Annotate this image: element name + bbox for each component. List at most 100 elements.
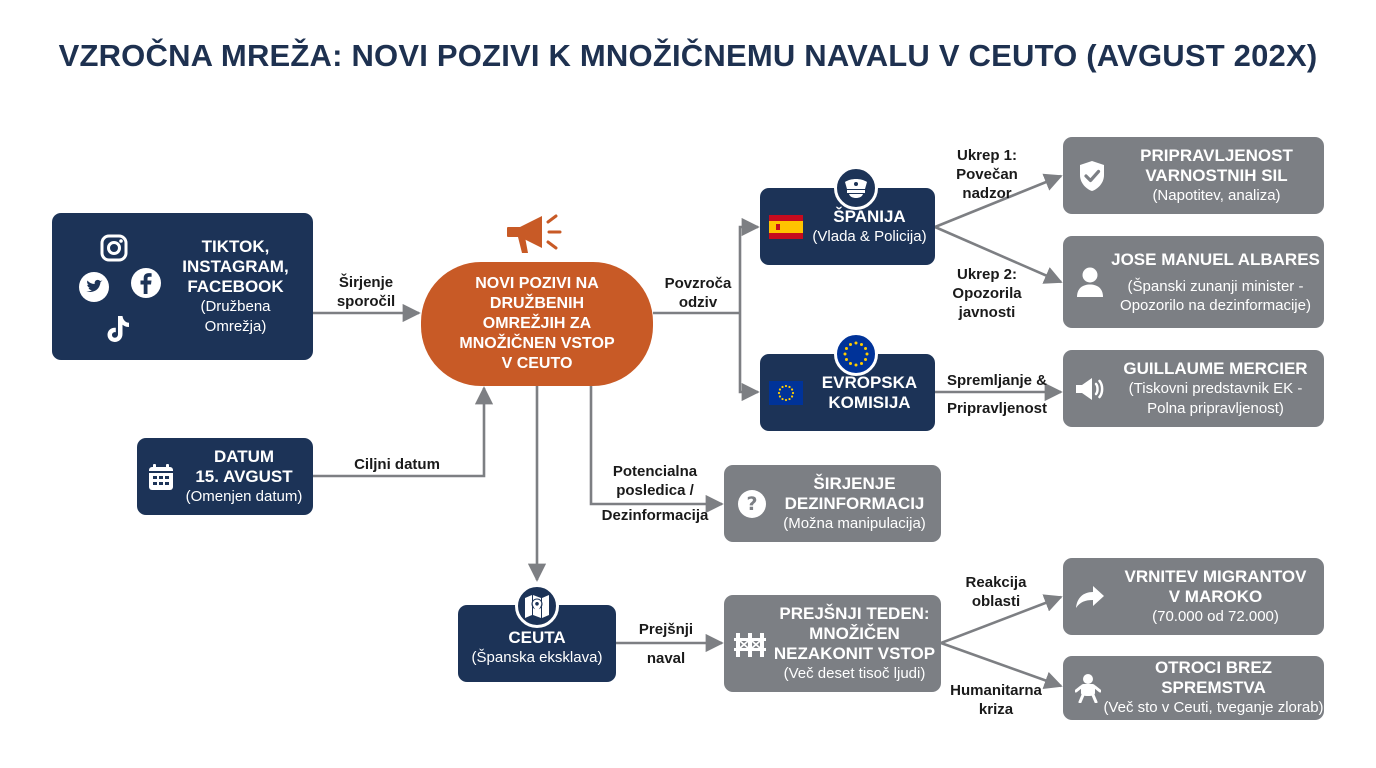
children-title-1: OTROCI BREZ SPREMSTVA — [1154, 658, 1273, 697]
return-sub-1: (70.000 od 72.000) — [1152, 607, 1279, 625]
label-response: Povzroča odziv — [656, 274, 740, 312]
security-title-1: PRIPRAVLJENOST — [1140, 145, 1293, 165]
edge-to-ec — [738, 313, 760, 402]
label-consequence: Potencialna posledica / Dezinformacija — [596, 462, 714, 525]
fence-icon — [734, 632, 766, 657]
tiktok-icon — [107, 315, 129, 342]
social-sub-2: Omrežja) — [204, 317, 267, 335]
label-spread-2: sporočil — [336, 293, 396, 310]
diagram-title: VZROČNA MREŽA: NOVI POZIVI K MNOŽIČNEMU … — [58, 38, 1318, 73]
edge-spain-security — [934, 173, 1063, 229]
edge-spain-albares — [934, 225, 1063, 284]
node-return-migrants: VRNITEV MIGRANTOV V MAROKO (70.000 od 72… — [1063, 558, 1324, 635]
node-disinformation: ? ŠIRJENJE DEZINFORMACIJ (Možna manipula… — [724, 465, 941, 542]
security-sub-1: (Napotitev, analiza) — [1152, 186, 1281, 204]
edge-center-disinfo — [589, 386, 724, 514]
social-title-1: TIKTOK, — [201, 236, 270, 256]
date-title-2: 15. AVGUST — [195, 466, 293, 486]
svg-text:?: ? — [746, 493, 757, 515]
lastweek-title-1: PREJŠNJI TEDEN: — [779, 603, 930, 623]
ceuta-sub-1: (Španska eksklava) — [471, 648, 603, 666]
node-date: DATUM 15. AVGUST (Omenjen datum) — [137, 438, 313, 515]
label-previous-1: Prejšnji — [638, 621, 694, 638]
label-humanitarian: Humanitarna kriza — [944, 681, 1048, 719]
node-security-forces: PRIPRAVLJENOST VARNOSTNIH SIL (Napotitev… — [1063, 137, 1324, 214]
loudspeaker-icon — [1076, 377, 1104, 400]
mercier-sub-2: Polna pripravljenost) — [1147, 399, 1284, 417]
megaphone-icon — [507, 214, 562, 253]
eu-stars-icon — [843, 341, 869, 367]
social-title-3: FACEBOOK — [187, 276, 284, 296]
label-response-1: Povzroča — [664, 275, 732, 292]
label-monitoring: Spremljanje & Pripravljenost — [940, 371, 1054, 418]
albares-sub-1: (Španski zunanji minister - — [1127, 277, 1304, 295]
calendar-icon — [149, 463, 173, 490]
security-title-2: VARNOSTNIH SIL — [1145, 165, 1288, 185]
node-center-calls: NOVI POZIVI NA DRUŽBENIH OMREŽJIH ZA MNO… — [421, 262, 653, 386]
label-spread-1: Širjenje — [338, 274, 394, 291]
ec-title-1: EVROPSKA — [821, 372, 918, 392]
spain-title-1: ŠPANIJA — [833, 206, 906, 226]
person-icon — [1077, 267, 1103, 297]
disinfo-title-2: DEZINFORMACIJ — [784, 493, 925, 513]
label-reaction-2: oblasti — [971, 593, 1021, 610]
label-humanitarian-1: Humanitarna — [950, 682, 1042, 699]
edge-to-spain — [738, 217, 760, 313]
label-previous: Prejšnji naval — [626, 620, 706, 668]
social-title-2: INSTAGRAM, — [182, 256, 289, 276]
node-unaccompanied-children: OTROCI BREZ SPREMSTVA (Več sto v Ceuti, … — [1063, 656, 1324, 720]
label-previous-2: naval — [646, 650, 686, 667]
label-consequence-1: Potencialna — [612, 463, 698, 480]
center-line-2: DRUŽBENIH — [489, 295, 585, 312]
label-measure-1-1: Ukrep 1: — [956, 147, 1018, 164]
node-last-week: PREJŠNJI TEDEN: MNOŽIČEN NEZAKONIT VSTOP… — [724, 595, 941, 692]
facebook-icon — [131, 267, 161, 298]
albares-sub-2: Opozorilo na dezinformacije) — [1120, 296, 1311, 314]
node-albares: JOSE MANUEL ALBARES (Španski zunanji min… — [1063, 236, 1324, 328]
label-consequence-2: posledica / — [616, 482, 694, 499]
label-spread: Širjenje sporočil — [318, 273, 414, 311]
children-sub-1: (Več sto v Ceuti, tveganje zlorab) — [1103, 699, 1324, 716]
map-pin-icon — [525, 595, 549, 618]
label-response-2: odziv — [678, 294, 718, 311]
ceuta-title-1: CEUTA — [508, 627, 566, 647]
edge-lastweek-children — [940, 641, 1063, 690]
edge-date-center — [313, 386, 494, 478]
label-measure-2-2: Opozorila — [952, 285, 1022, 302]
police-cap-icon — [845, 179, 867, 198]
spain-badge — [834, 166, 878, 210]
ceuta-badge — [515, 584, 559, 628]
lastweek-title-3: NEZAKONIT VSTOP — [773, 643, 936, 663]
ec-badge — [834, 332, 878, 376]
center-line-5: V CEUTO — [501, 355, 573, 372]
node-social-media: TIKTOK, INSTAGRAM, FACEBOOK (Družbena Om… — [52, 213, 313, 360]
label-monitoring-1: Spremljanje & — [946, 372, 1048, 389]
disinfo-sub-1: (Možna manipulacija) — [783, 514, 926, 532]
shield-check-icon — [1080, 160, 1104, 191]
label-measure-1-3: nadzor — [962, 185, 1012, 202]
social-sub-1: (Družbena — [200, 297, 271, 315]
twitter-icon — [79, 271, 109, 302]
label-measure-2: Ukrep 2: Opozorila javnosti — [944, 265, 1030, 322]
lastweek-title-2: MNOŽIČEN — [809, 623, 900, 643]
question-icon: ? — [738, 489, 766, 518]
ec-title-2: KOMISIJA — [828, 392, 911, 412]
mercier-title-1: GUILLAUME MERCIER — [1123, 358, 1308, 378]
node-mercier: GUILLAUME MERCIER (Tiskovni predstavnik … — [1063, 350, 1324, 427]
date-sub-1: (Omenjen datum) — [185, 487, 303, 505]
forward-arrow-icon — [1076, 585, 1104, 608]
label-reaction-1: Reakcija — [965, 574, 1027, 591]
label-consequence-3: Dezinformacija — [601, 507, 709, 524]
spain-sub-1: (Vlada & Policija) — [812, 227, 927, 245]
instagram-icon — [100, 234, 128, 261]
edge-lastweek-return — [940, 594, 1063, 645]
eu-flag-icon — [769, 380, 803, 405]
spain-flag-icon — [769, 214, 803, 239]
label-monitoring-2: Pripravljenost — [946, 400, 1048, 417]
return-title-2: V MAROKO — [1168, 586, 1263, 606]
mercier-sub-1: (Tiskovni predstavnik EK - — [1128, 379, 1303, 397]
lastweek-sub-1: (Več deset tisoč ljudi) — [783, 664, 926, 682]
return-title-1: VRNITEV MIGRANTOV — [1124, 566, 1307, 586]
center-line-1: NOVI POZIVI NA — [475, 275, 599, 292]
